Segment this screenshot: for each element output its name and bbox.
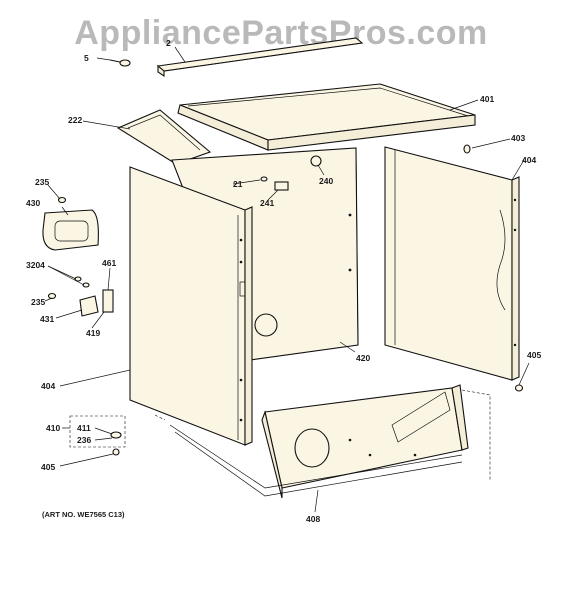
label-part-222: 222 [68,115,82,125]
vent-plate-430[interactable] [42,209,99,251]
base-frame[interactable] [169,384,469,499]
label-part-236: 236 [77,435,91,445]
label-part-405-right: 405 [527,350,541,360]
label-part-431: 431 [40,314,54,324]
label-part-235-top: 235 [35,177,49,187]
assembly-guides [69,389,491,480]
label-part-419: 419 [86,328,100,338]
label-part-5: 5 [84,53,89,63]
label-part-3204: 3204 [26,260,45,270]
top-bracket[interactable] [156,37,364,78]
label-part-410: 410 [46,423,60,433]
screw-5[interactable] [109,59,131,67]
plug-240[interactable] [310,155,322,167]
label-part-21: 21 [233,179,243,189]
label-part-405-left: 405 [41,462,55,472]
label-part-420: 420 [356,353,370,363]
art-number: (ART NO. WE7565 C13) [42,510,125,519]
clip-241[interactable] [274,181,289,191]
front-bracket[interactable] [116,109,212,165]
label-part-404-left: 404 [41,381,55,391]
label-part-404-right: 404 [522,155,536,165]
label-part-2: 2 [166,38,171,48]
right-side-panel[interactable] [384,146,520,381]
label-part-235-mid: 235 [31,297,45,307]
label-part-461: 461 [102,258,116,268]
clip-419[interactable] [102,289,114,313]
label-part-241: 241 [260,198,274,208]
front-panel[interactable] [129,166,253,446]
top-panel[interactable] [177,83,476,151]
label-part-411: 411 [77,423,91,433]
bracket-431[interactable] [79,295,99,317]
label-part-401: 401 [480,94,494,104]
label-part-403: 403 [511,133,525,143]
leader-lines [44,46,530,513]
screws-small[interactable] [47,144,524,456]
label-part-408: 408 [306,514,320,524]
label-part-240: 240 [319,176,333,186]
label-part-430: 430 [26,198,40,208]
part-labels: 5 2 401 222 403 404 235 21 240 430 241 3… [26,38,541,524]
